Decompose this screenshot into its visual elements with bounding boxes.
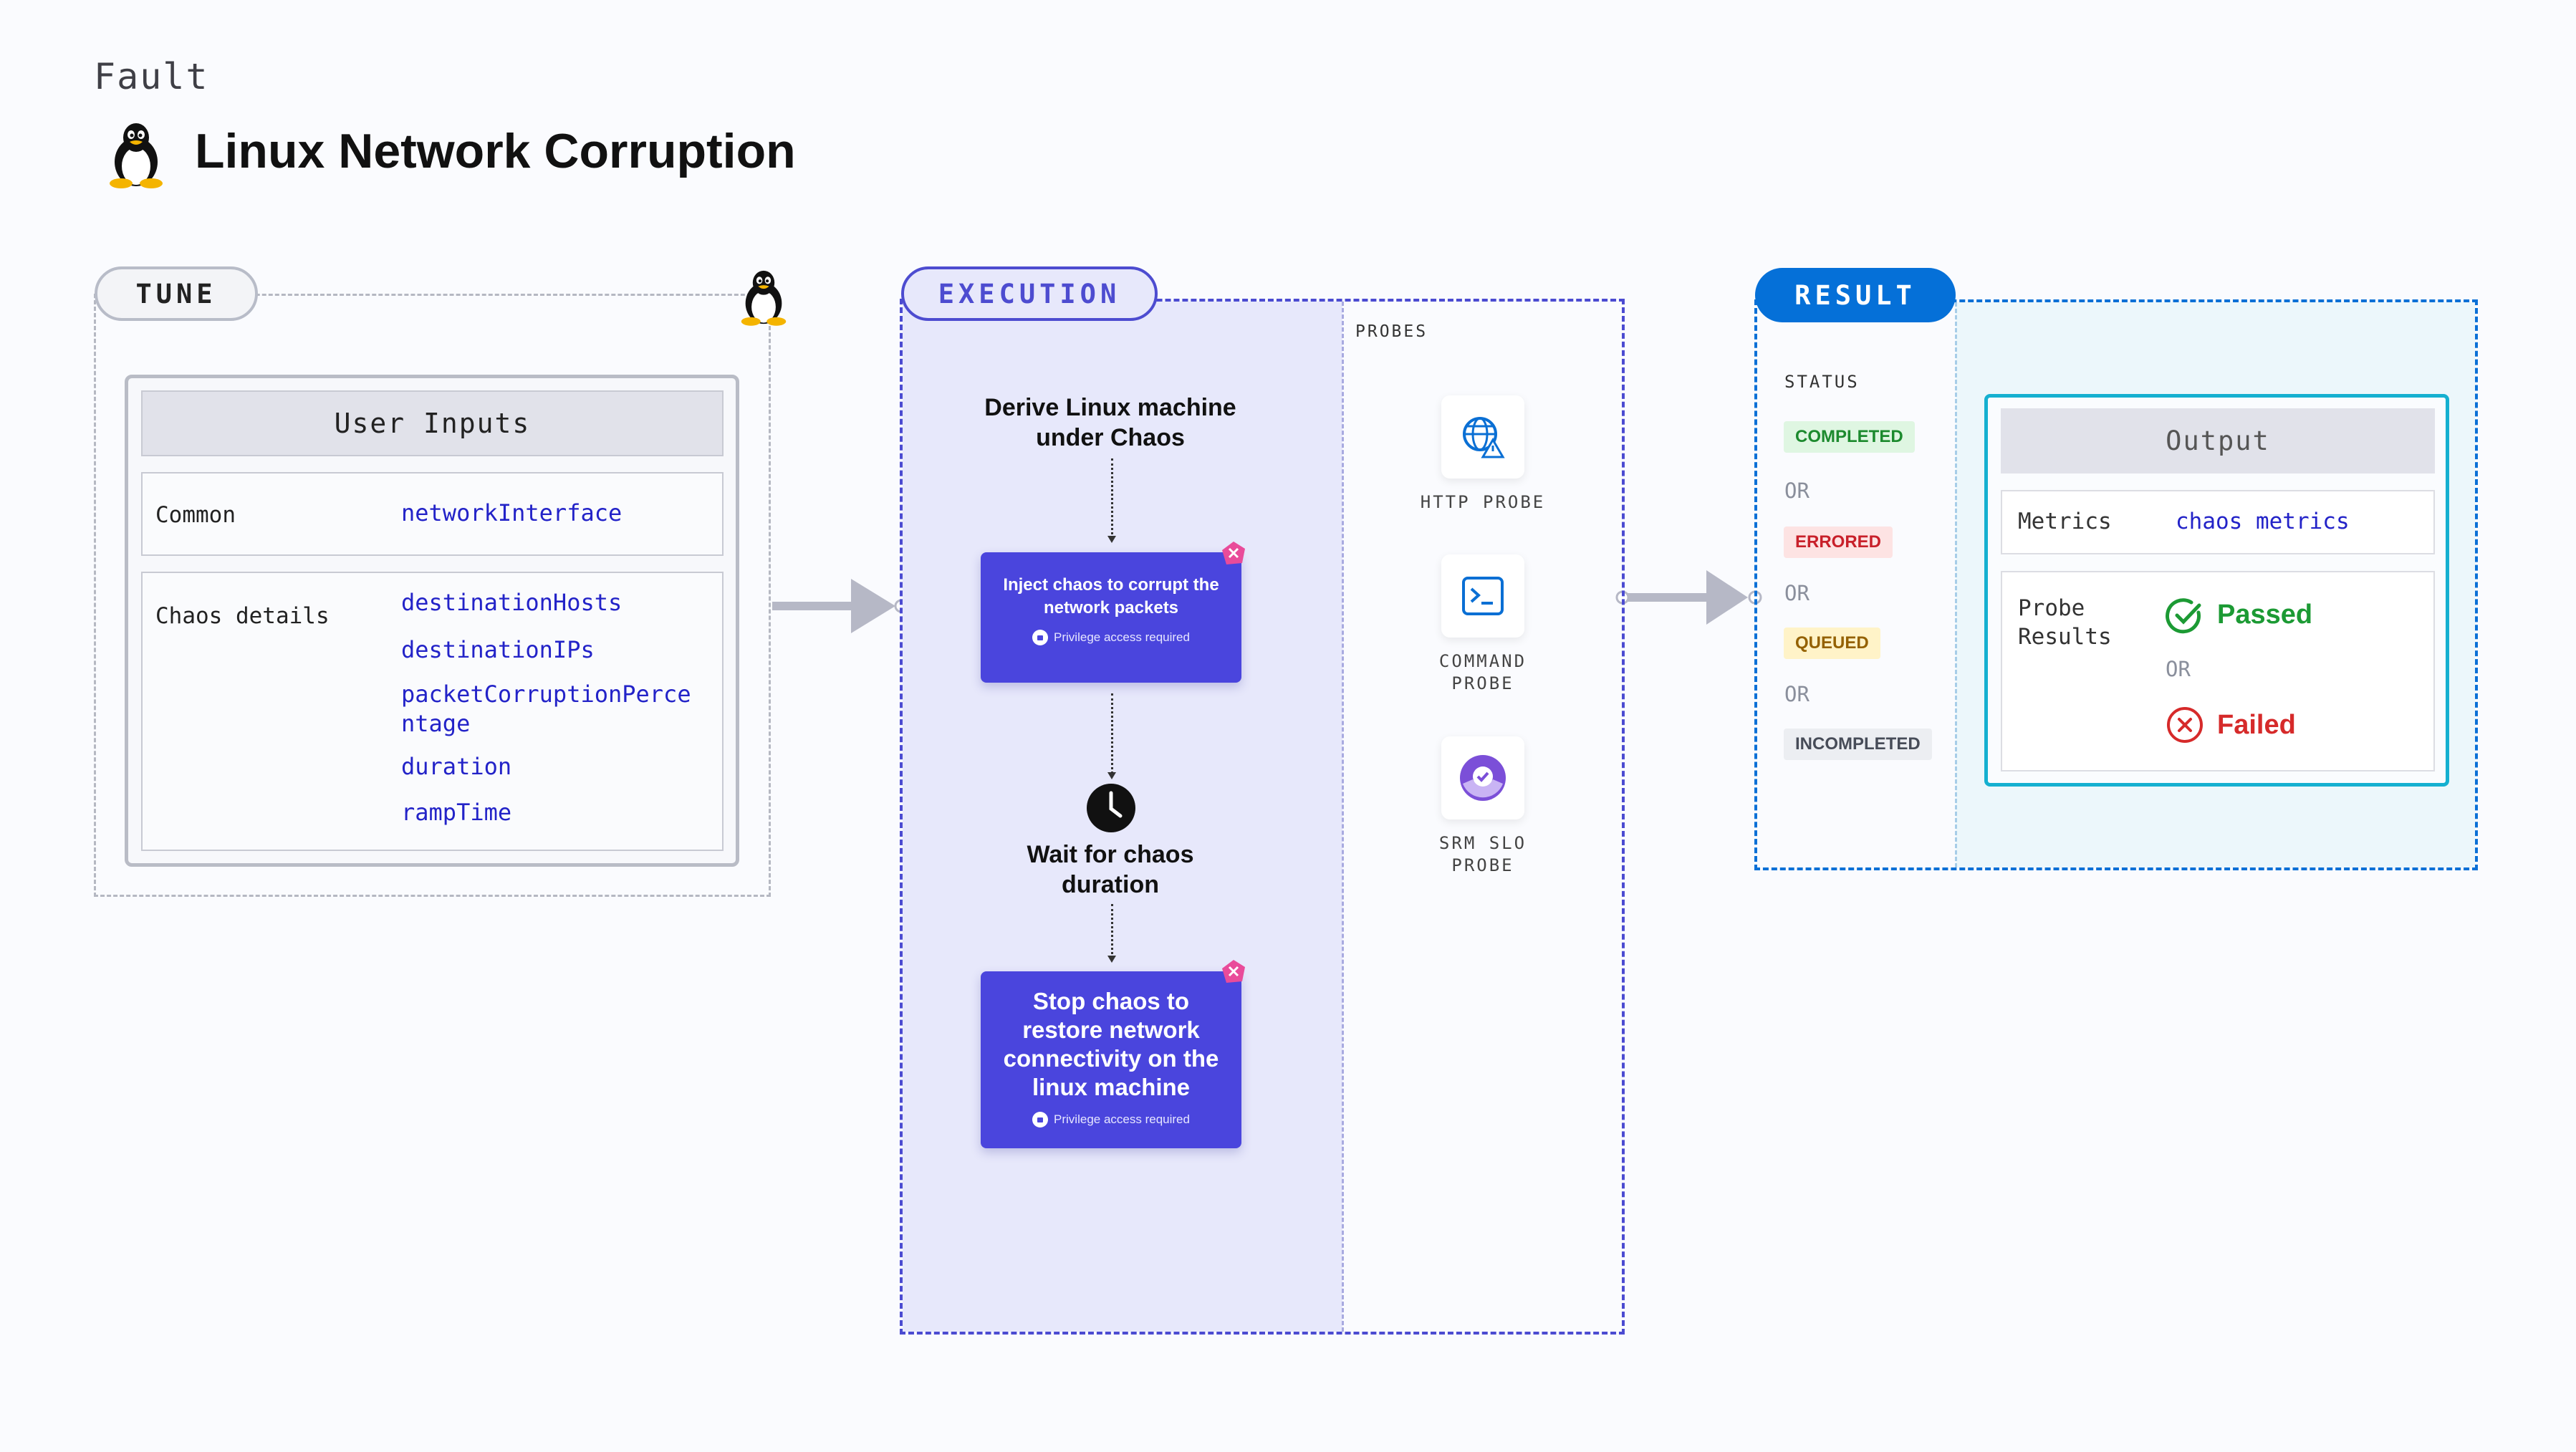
output-title: Output	[2001, 408, 2435, 473]
result-divider	[1955, 302, 1957, 867]
terminal-icon	[1462, 577, 1504, 615]
or-separator: OR	[1784, 479, 1810, 503]
stop-chaos-card[interactable]: Stop chaos to restore network connectivi…	[981, 971, 1241, 1148]
execution-divider	[1342, 302, 1344, 1332]
chaos-badge-icon	[1222, 960, 1245, 983]
lock-icon	[1032, 1112, 1049, 1128]
tune-pill: TUNE	[95, 266, 258, 321]
probe-results-label: Probe Results	[2018, 595, 2112, 650]
step-wait-duration: Wait for chaos duration	[1027, 841, 1194, 898]
status-badge-queued: QUEUED	[1784, 628, 1880, 659]
privilege-note: Privilege access required	[981, 1112, 1241, 1128]
fault-eyebrow: Fault	[94, 56, 209, 97]
tune-section	[94, 294, 771, 897]
privilege-note: Privilege access required	[981, 630, 1241, 645]
check-circle-icon	[2166, 598, 2201, 634]
param-ramp-time: rampTime	[401, 799, 512, 826]
common-row: Common networkInterface	[141, 472, 724, 556]
inject-chaos-card[interactable]: Inject chaos to corrupt the network pack…	[981, 552, 1241, 683]
user-inputs-title: User Inputs	[141, 390, 724, 456]
chaos-metrics-link[interactable]: chaos metrics	[2176, 509, 2350, 534]
step-derive-machine: Derive Linux machine under Chaos	[984, 394, 1236, 451]
passed-label: Passed	[2217, 600, 2313, 630]
chaos-details-label: Chaos details	[155, 603, 330, 629]
srm-slo-probe-label: SRM SLO PROBE	[1438, 833, 1527, 875]
common-label: Common	[155, 502, 236, 528]
chaos-badge-icon	[1222, 542, 1245, 564]
status-badge-errored: ERRORED	[1784, 527, 1893, 558]
param-network-interface: networkInterface	[401, 499, 623, 527]
page-title: Linux Network Corruption	[195, 124, 796, 178]
execution-section	[900, 299, 1625, 1335]
param-duration: duration	[401, 753, 512, 780]
linux-penguin-icon	[110, 123, 163, 188]
clock-icon	[1087, 784, 1135, 832]
status-badge-completed: COMPLETED	[1784, 421, 1915, 453]
probe-results-row: Probe Results Passed OR Failed	[2001, 571, 2435, 771]
metrics-row: Metrics chaos metrics	[2001, 490, 2435, 554]
param-packet-corruption-percentage-cont: ntage	[401, 710, 471, 737]
param-destination-ips: destinationIPs	[401, 636, 595, 663]
command-probe-label: COMMAND PROBE	[1438, 651, 1527, 693]
failed-label: Failed	[2217, 710, 2296, 740]
result-pill: RESULT	[1755, 268, 1956, 322]
globe-warning-icon	[1463, 417, 1505, 458]
lock-icon	[1032, 630, 1049, 645]
or-separator: OR	[2166, 657, 2191, 681]
chaos-details-row: Chaos details destinationHosts destinati…	[141, 572, 724, 851]
status-label: STATUS	[1784, 372, 1860, 392]
execution-pill: EXECUTION	[901, 266, 1158, 321]
command-probe-tile[interactable]	[1441, 554, 1524, 638]
or-separator: OR	[1784, 682, 1810, 706]
srm-slo-icon	[1460, 755, 1506, 801]
status-badge-incompleted: INCOMPLETED	[1784, 729, 1932, 760]
result-section	[1754, 299, 2478, 870]
linux-penguin-icon	[741, 270, 787, 326]
or-separator: OR	[1784, 581, 1810, 605]
http-probe-label: HTTP PROBE	[1420, 492, 1546, 512]
x-circle-icon	[2167, 707, 2203, 743]
probes-label: PROBES	[1355, 322, 1428, 341]
http-probe-tile[interactable]	[1441, 395, 1524, 479]
srm-slo-probe-tile[interactable]	[1441, 736, 1524, 819]
metrics-label: Metrics	[2018, 509, 2112, 534]
param-destination-hosts: destinationHosts	[401, 589, 623, 616]
param-packet-corruption-percentage: packetCorruptionPerce	[401, 681, 691, 708]
